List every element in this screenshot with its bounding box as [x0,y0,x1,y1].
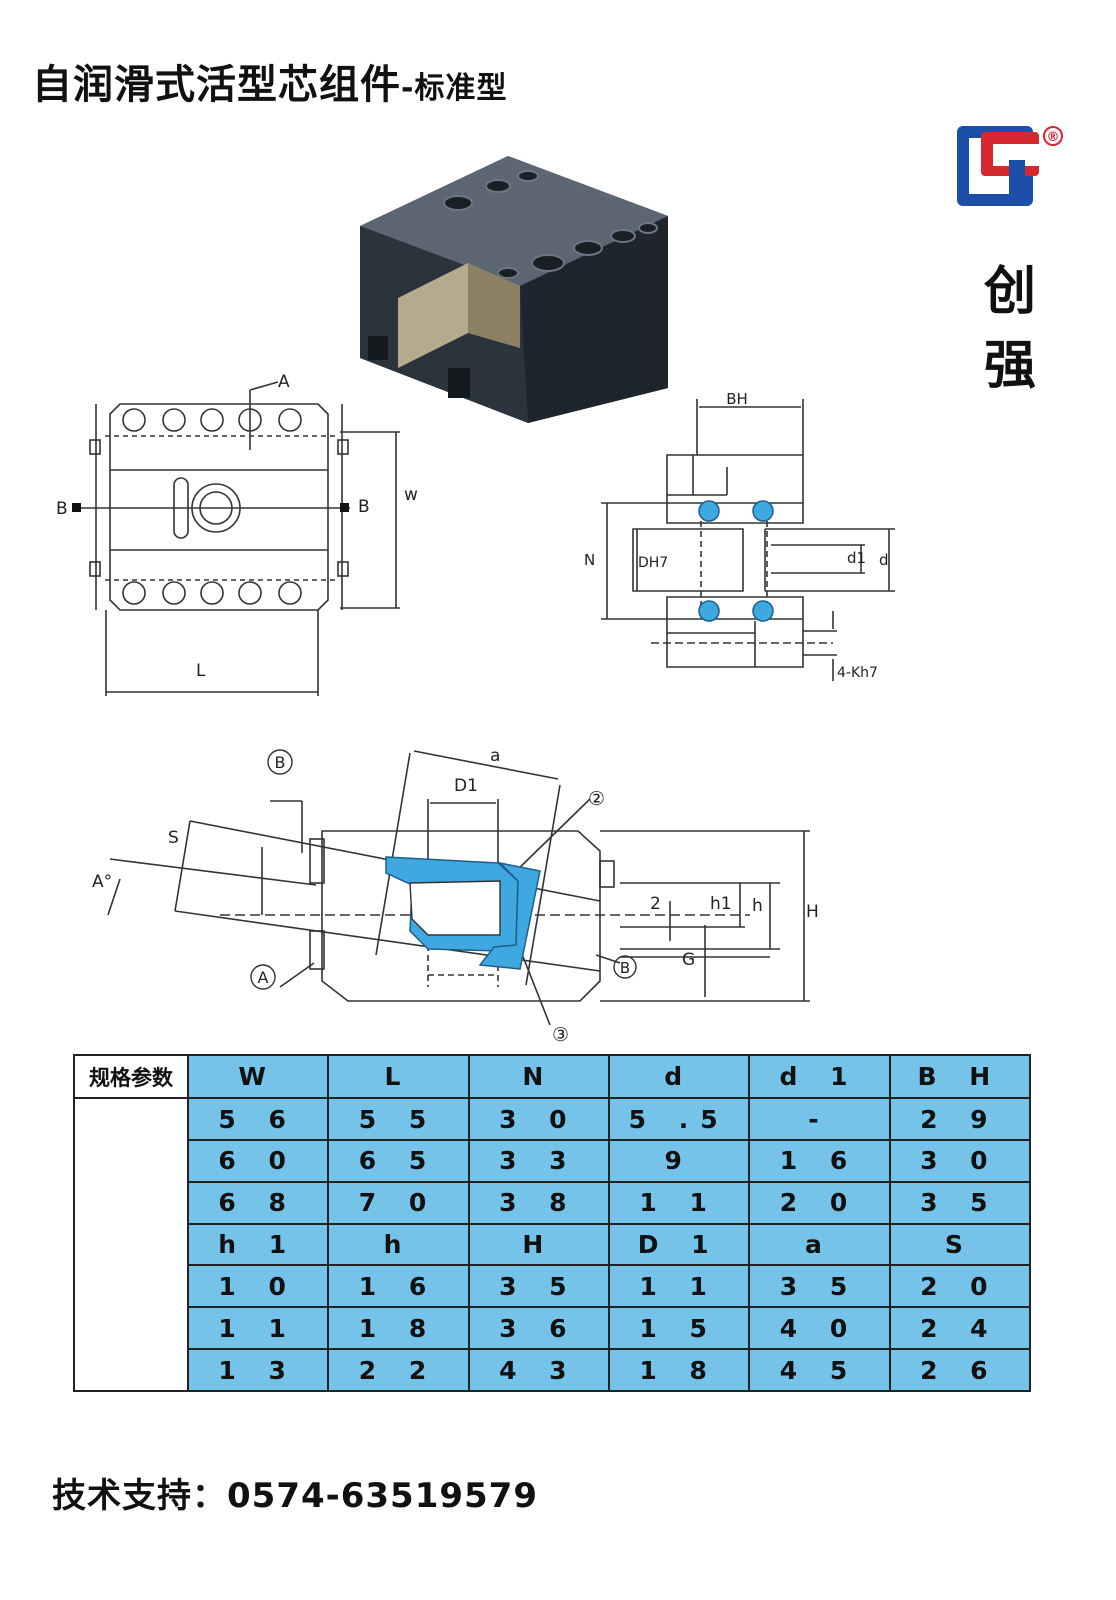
table-cell: 3 6 [467,1306,610,1351]
header-cell: h [327,1222,470,1267]
table-row: 6 8 7 0 3 8 1 1 2 0 3 5 [74,1180,1032,1225]
brand-name: 创 强 [975,255,1045,403]
table-cell: 3 8 [467,1180,610,1225]
label-n2: ② [588,788,605,810]
support-phone: 技术支持：0574-63519579 [52,1476,538,1516]
header-cell: L [327,1053,470,1100]
label-angle-a: A° [92,872,112,892]
cq-logo-icon: ® [957,126,1063,206]
table-cell: 1 6 [748,1139,891,1183]
label-bh: BH [726,390,748,408]
brand-char-1: 创 [983,262,1036,322]
label-b-left: B [56,499,68,519]
table-cell: 3 5 [748,1264,891,1309]
label-g: G [682,950,695,970]
label-a-circle: A [258,968,269,987]
table-cell: 2 0 [748,1180,891,1225]
registered-mark: ® [1047,130,1060,145]
page-title: 自润滑式活型芯组件-标准型 [32,52,507,110]
brand-char-2: 强 [983,336,1036,396]
table-cell: 2 2 [327,1348,470,1392]
header-cell: S [888,1222,1032,1267]
label-blank-cell [73,1097,189,1392]
table-cell: 5 6 [186,1097,330,1141]
label-b-circle: B [275,753,286,772]
table-row: 1 1 1 8 3 6 1 5 4 0 2 4 [74,1306,1032,1351]
table-cell: 2 0 [888,1264,1032,1309]
spec-label: 规格参数 [73,1053,189,1100]
header-cell: B H [888,1053,1032,1100]
table-cell: 1 1 [607,1180,751,1225]
label-b-right: B [358,497,370,517]
table-row: 1 0 1 6 3 5 1 1 3 5 2 0 [74,1264,1032,1309]
table-cell: 1 1 [607,1264,751,1309]
header-cell: N [467,1053,610,1100]
side-view-drawing: B a D1 ② S A° 2 h1 h H G A B ③ [80,735,840,1059]
label-two: 2 [650,894,661,914]
table-cell: - [748,1097,891,1141]
table-cell: 2 4 [888,1306,1032,1351]
table-cell: 6 8 [186,1180,330,1225]
label-d1-side: D1 [454,776,478,796]
table-cell: 2 9 [888,1097,1032,1141]
label-w: w [404,485,418,505]
table-cell: 3 5 [888,1180,1032,1225]
top-view-drawing: A B B w L [50,360,450,714]
table-cell: 3 3 [467,1139,610,1183]
table-cell: 7 0 [327,1180,470,1225]
table-row: 规格参数 W L N d d 1 B H [73,1053,1032,1100]
cq-logo: ® [955,122,1067,218]
table-cell: 3 0 [467,1097,610,1141]
label-d: d [879,551,889,569]
table-cell: 1 1 [186,1306,330,1351]
label-a: A [278,372,290,392]
spec-table: 规格参数 W L N d d 1 B H 5 6 5 5 3 0 5 .5 - … [73,1053,1032,1392]
label-h1: h1 [710,894,732,914]
header-cell: H [467,1222,610,1267]
header-cell: h 1 [186,1222,330,1267]
section-view-drawing: BH N DH7 d1 d 4-Kh7 [575,385,895,699]
table-cell: 5 .5 [607,1097,751,1141]
table-cell: 1 5 [607,1306,751,1351]
table-cell: 4 5 [748,1348,891,1392]
table-row: h 1 h H D 1 a S [74,1222,1032,1267]
table-cell: 1 6 [327,1264,470,1309]
table-cell: 3 5 [467,1264,610,1309]
label-k: 4-Kh7 [837,665,878,681]
header-cell: a [748,1222,891,1267]
header-cell: d 1 [748,1053,891,1100]
table-cell: 9 [607,1139,751,1183]
label-s: S [168,828,179,848]
label-dh7: DH7 [638,555,668,571]
table-cell: 5 5 [327,1097,470,1141]
table-cell: 2 6 [888,1348,1032,1392]
label-n: N [584,551,595,569]
label-d1: d1 [847,549,866,567]
table-row: 1 3 2 2 4 3 1 8 4 5 2 6 [74,1348,1032,1392]
table-cell: 3 0 [888,1139,1032,1183]
product-photo [358,148,678,427]
table-cell: 1 8 [327,1306,470,1351]
table-cell: 1 3 [186,1348,330,1392]
header-cell: d [607,1053,751,1100]
label-n3: ③ [552,1024,569,1046]
table-cell: 4 3 [467,1348,610,1392]
table-cell: 1 0 [186,1264,330,1309]
header-cell: W [186,1053,330,1100]
table-cell: 6 5 [327,1139,470,1183]
table-cell: 6 0 [186,1139,330,1183]
label-big-h: H [806,902,819,922]
label-b-circle-2: B [620,959,630,977]
table-cell: 1 8 [607,1348,751,1392]
header-cell: D 1 [607,1222,751,1267]
table-cell: 4 0 [748,1306,891,1351]
label-side-a: a [490,746,500,766]
label-h: h [752,896,763,916]
label-l: L [196,661,206,681]
table-row: 5 6 5 5 3 0 5 .5 - 2 9 [73,1097,1032,1392]
title-sub: -标准型 [401,71,508,106]
title-main: 自润滑式活型芯组件 [32,62,401,108]
table-row: 6 0 6 5 3 3 9 1 6 3 0 [74,1139,1032,1183]
